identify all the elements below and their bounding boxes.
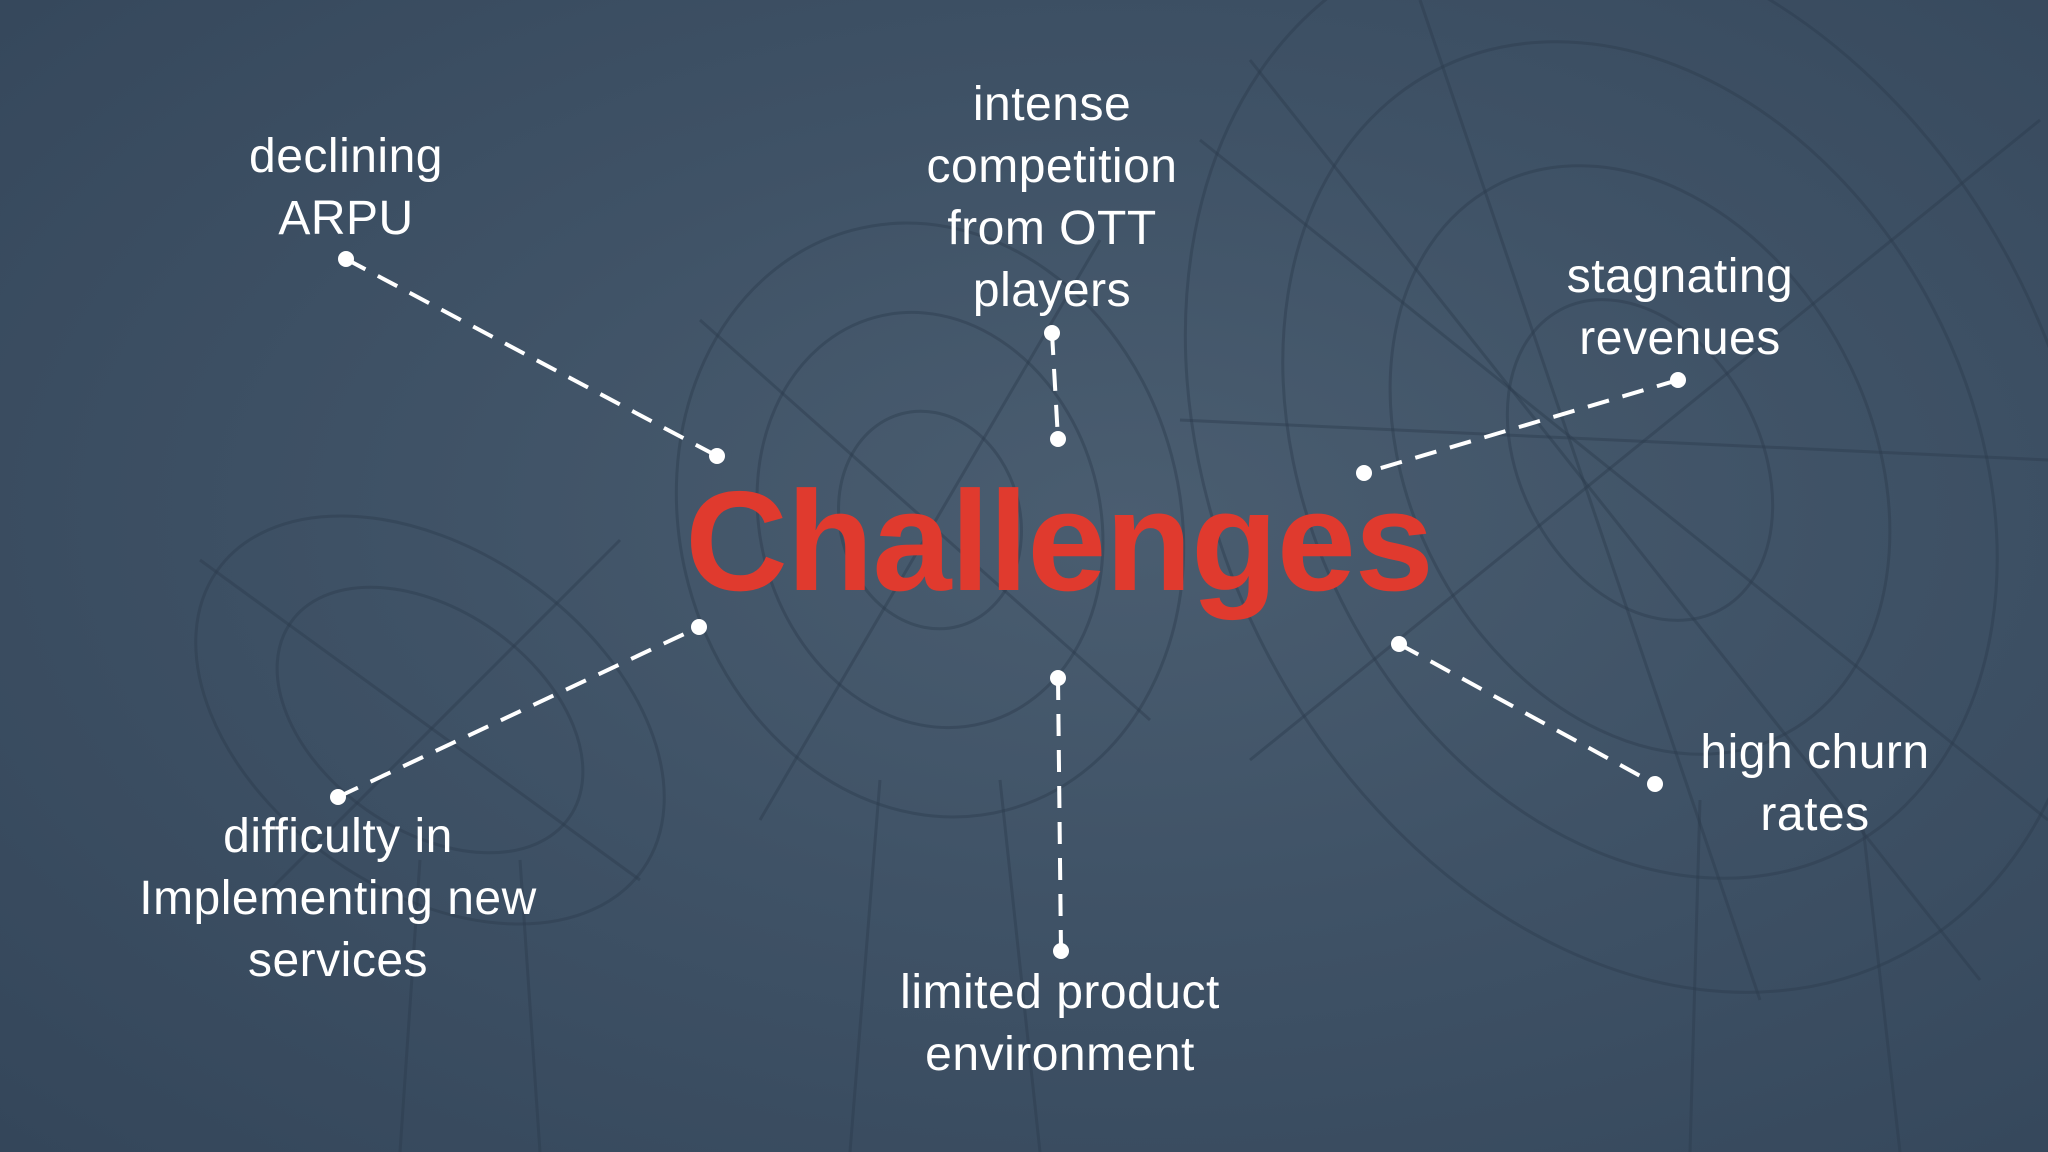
connector-dot [338, 251, 354, 267]
connector-dot [1044, 325, 1060, 341]
connector-dot [709, 448, 725, 464]
connector-ott [1050, 332, 1060, 440]
challenge-declining-arpu: declining ARPU [249, 130, 443, 245]
challenge-ott-competition: intense competition from OTT players [926, 78, 1178, 317]
connector-dot [330, 789, 346, 805]
connector-arpu [345, 257, 718, 458]
connector-dot [1670, 372, 1686, 388]
connector-dot [1050, 670, 1066, 686]
connector-dot [1053, 943, 1069, 959]
connector-dot [1050, 431, 1066, 447]
diagram-title: Challenges [685, 462, 1434, 621]
connector-product [1056, 677, 1063, 952]
challenge-limited-product: limited product environment [900, 966, 1220, 1081]
challenge-stagnating-revenues: stagnating revenues [1566, 250, 1794, 365]
connector-services [337, 625, 700, 799]
connector-stagnating [1363, 378, 1679, 475]
challenge-new-services: difficulty in Implementing new services [139, 810, 537, 987]
connector-dot [1647, 776, 1663, 792]
connector-dot [1356, 465, 1372, 481]
connector-churn [1398, 642, 1656, 786]
connector-dot [691, 619, 707, 635]
challenge-high-churn: high churn rates [1700, 726, 1930, 841]
connector-dot [1391, 636, 1407, 652]
